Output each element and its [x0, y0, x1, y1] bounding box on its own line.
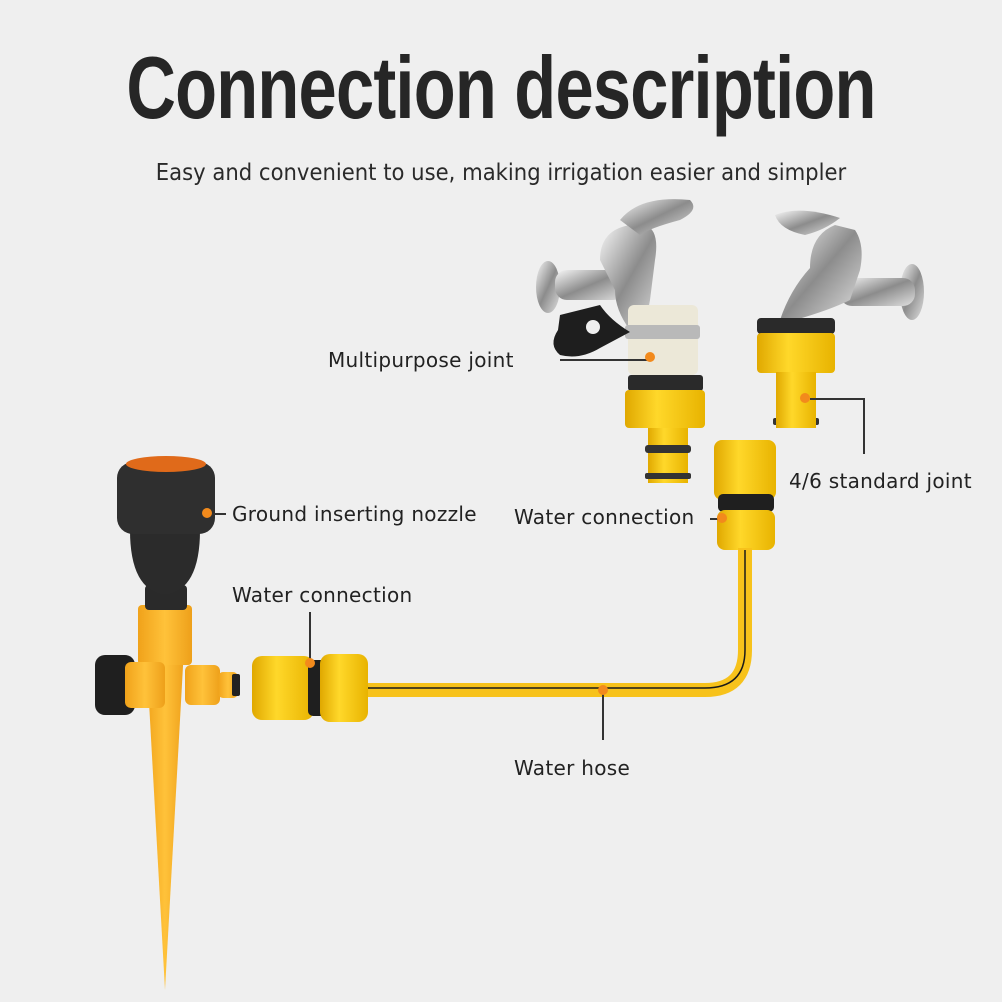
- marker-dot: [717, 513, 727, 523]
- quick-connector-right-icon: [714, 440, 776, 550]
- marker-dot: [202, 508, 212, 518]
- water-hose-icon: [360, 548, 752, 697]
- leader-line: [710, 518, 720, 520]
- callout-ground-inserting-nozzle: Ground inserting nozzle: [232, 502, 477, 526]
- leader-line: [212, 513, 226, 515]
- faucet-right-icon: [757, 210, 924, 428]
- callout-water-connection-left: Water connection: [232, 583, 413, 607]
- page-subtitle: Easy and convenient to use, making irrig…: [155, 160, 847, 186]
- quick-connector-left-icon: [252, 654, 368, 722]
- marker-dot: [598, 685, 608, 695]
- sprinkler-icon: [95, 456, 240, 990]
- callout-water-connection-right: Water connection: [514, 505, 695, 529]
- marker-dot: [800, 393, 810, 403]
- callout-water-hose: Water hose: [514, 756, 631, 780]
- leader-line: [810, 398, 864, 400]
- page-title: Connection description: [126, 38, 876, 137]
- faucet-left-icon: [536, 199, 705, 483]
- marker-dot: [645, 352, 655, 362]
- leader-line: [863, 398, 865, 454]
- leader-line: [602, 692, 604, 740]
- callout-standard-joint: 4/6 standard joint: [789, 469, 972, 493]
- leader-line: [560, 359, 648, 361]
- marker-dot: [305, 658, 315, 668]
- callout-multipurpose-joint: Multipurpose joint: [328, 348, 514, 372]
- leader-line: [309, 612, 311, 662]
